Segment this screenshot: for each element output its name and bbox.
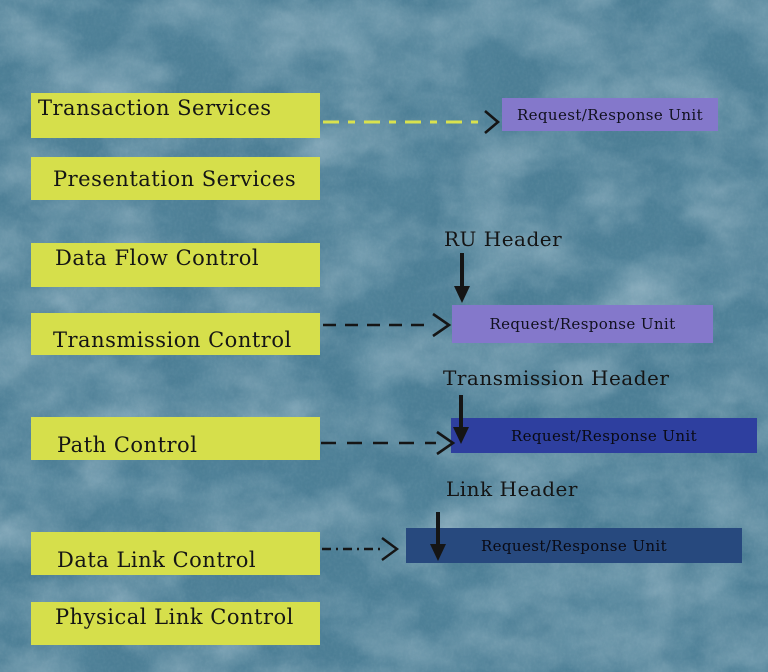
- arrow-ru-header-down: [454, 253, 470, 303]
- layer-label: Data Flow Control: [55, 246, 260, 270]
- arrow-transaction-to-ru: [323, 110, 501, 134]
- layer-label: Physical Link Control: [55, 605, 294, 629]
- arrow-path-to-ru: [321, 430, 456, 456]
- layer-label: Transaction Services: [38, 96, 272, 120]
- ru-label: Request/Response Unit: [510, 426, 698, 445]
- layer-box-transmission-control: Transmission Control: [31, 313, 320, 355]
- layer-box-path-control: Path Control: [31, 417, 320, 460]
- layer-box-physical-link-control: Physical Link Control: [31, 602, 320, 645]
- layer-label: Path Control: [57, 433, 198, 457]
- ru-box-path: Request/Response Unit: [451, 418, 757, 453]
- ru-label: Request/Response Unit: [489, 315, 676, 333]
- transmission-header-label: Transmission Header: [443, 366, 670, 390]
- ru-box-transaction: Request/Response Unit: [502, 98, 718, 131]
- layer-label: Transmission Control: [53, 328, 292, 352]
- layer-box-data-link-control: Data Link Control: [31, 532, 320, 575]
- ru-box-transmission: Request/Response Unit: [452, 305, 713, 343]
- layer-box-transaction-services: Transaction Services: [31, 93, 320, 138]
- arrow-data-link-to-ru: [322, 537, 400, 561]
- link-header-label: Link Header: [446, 477, 578, 501]
- layer-label: Data Link Control: [57, 548, 257, 572]
- ru-box-data-link: Request/Response Unit: [406, 528, 742, 563]
- ru-label: Request/Response Unit: [516, 105, 704, 124]
- ru-header-label: RU Header: [444, 227, 563, 251]
- layer-label: Presentation Services: [53, 166, 297, 191]
- arrow-transmission-to-ru: [323, 312, 452, 338]
- layer-box-data-flow-control: Data Flow Control: [31, 243, 320, 287]
- layer-box-presentation-services: Presentation Services: [31, 157, 320, 200]
- ru-label: Request/Response Unit: [480, 536, 668, 555]
